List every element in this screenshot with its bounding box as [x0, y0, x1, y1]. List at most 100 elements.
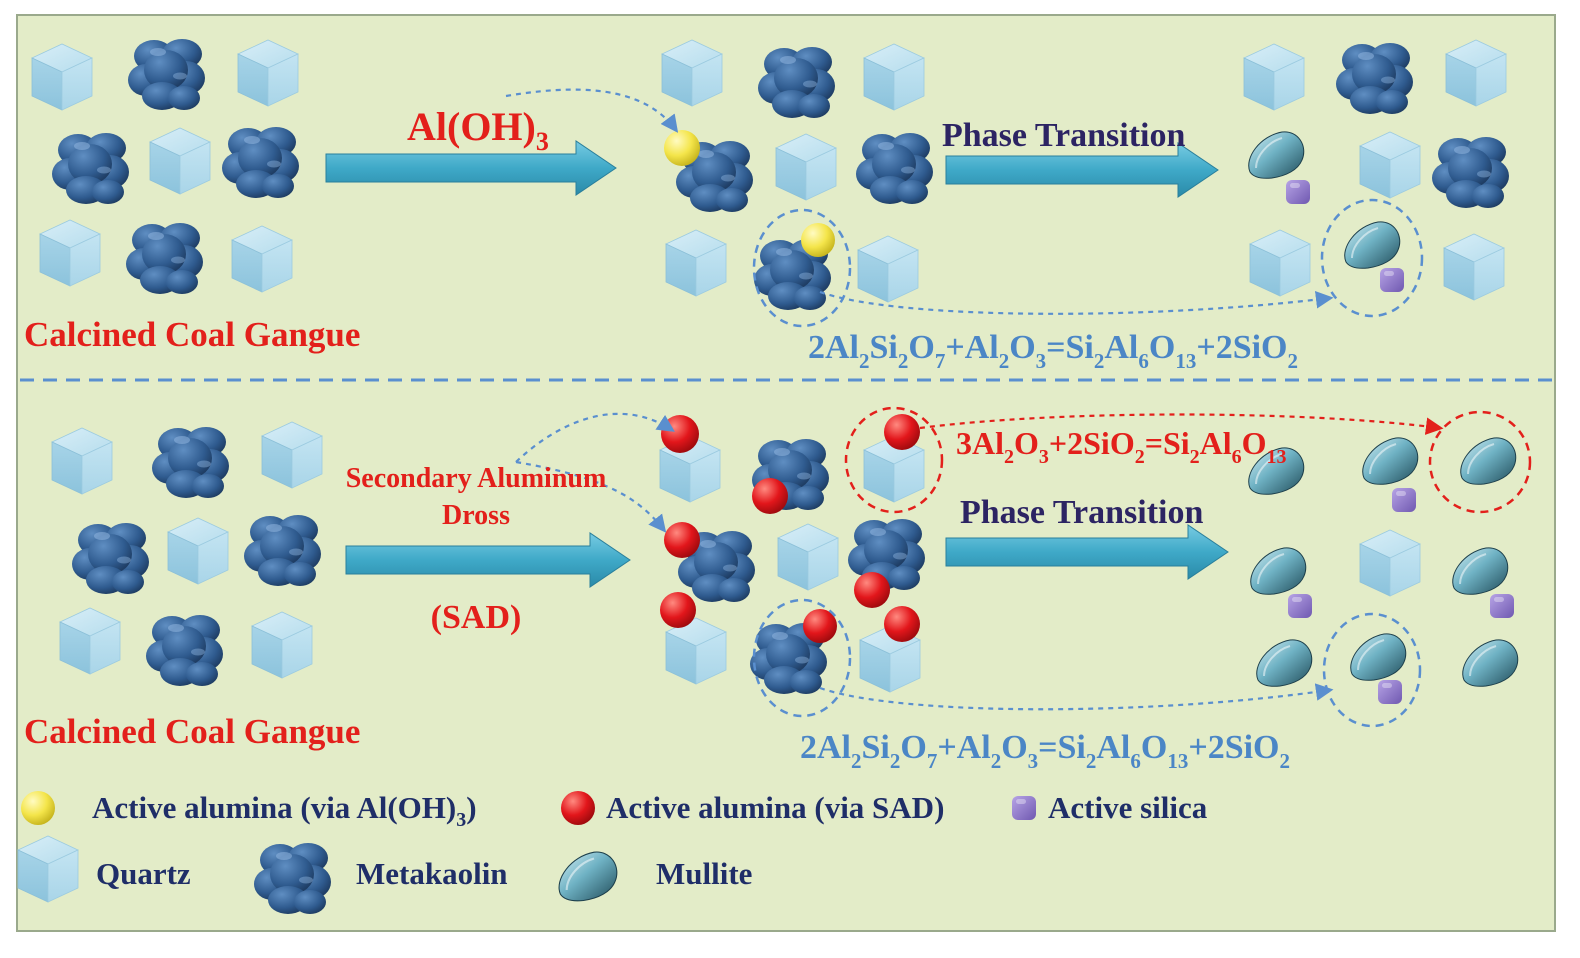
top-reaction-arrow [325, 140, 617, 196]
quartz-cube [31, 43, 93, 111]
legend-yellow-ball-icon [21, 791, 55, 825]
mullite-particle [1462, 639, 1519, 687]
red-reaction-site-circle [844, 406, 944, 514]
quartz-cube [1359, 131, 1421, 199]
quartz-cube [777, 523, 839, 591]
metakaolin-particle [72, 523, 149, 594]
quartz-cube [863, 43, 925, 111]
quartz-cube [1243, 43, 1305, 111]
metakaolin-particle [146, 615, 223, 686]
quartz-cube [231, 225, 293, 293]
metakaolin-particle [758, 47, 835, 118]
quartz-cube [149, 127, 211, 195]
quartz-cube [775, 133, 837, 201]
metakaolin-particle [856, 133, 933, 204]
metakaolin-particle [244, 515, 321, 586]
legend-metakaolin: Metakaolin [356, 856, 508, 891]
quartz-cube [51, 427, 113, 495]
active-silica-particle [1378, 680, 1402, 704]
active-alumina-sad-particle [752, 478, 788, 514]
legend-silica-icon [1012, 796, 1036, 820]
active-silica-particle [1288, 594, 1312, 618]
quartz-cube [1445, 39, 1507, 107]
legend-active-alumina-aloh: Active alumina (via Al(OH)3) [92, 790, 477, 831]
mullite-particle [1256, 639, 1313, 687]
quartz-cube [1443, 233, 1505, 301]
quartz-cube [863, 435, 925, 503]
metakaolin-particle [1336, 43, 1413, 114]
top-reaction-site-circle [752, 208, 852, 328]
mullite-particle [1248, 131, 1305, 179]
active-silica-particle [1380, 268, 1404, 292]
mullite-particle [1452, 547, 1509, 595]
quartz-cube [661, 39, 723, 107]
active-alumina-aloh-particle [801, 223, 835, 257]
bottom-reaction-arrow [345, 532, 631, 588]
metakaolin-particle [754, 239, 831, 310]
top-reagent-label: Al(OH)3 [407, 104, 549, 156]
top-conversion-curve [819, 290, 1334, 315]
quartz-cube [857, 235, 919, 303]
mullite-particle [1350, 633, 1407, 681]
legend-quartz: Quartz [96, 856, 191, 891]
legend-active-silica: Active silica [1048, 790, 1208, 825]
bottom-reagent-abbr: (SAD) [431, 599, 522, 636]
bottom-reagent-line2: Dross [442, 500, 510, 531]
top-product-site-circle [1320, 198, 1424, 318]
top-phase-transition-label: Phase Transition [942, 117, 1185, 154]
quartz-cube [261, 421, 323, 489]
metakaolin-particle [52, 133, 129, 204]
active-alumina-sad-particle [664, 522, 700, 558]
mullite-particle [1460, 437, 1517, 485]
quartz-cube [1359, 529, 1421, 597]
metakaolin-particle [1432, 137, 1509, 208]
quartz-cube [59, 607, 121, 675]
arrow-layer [325, 88, 1532, 728]
quartz-cube [251, 611, 313, 679]
legend-mullite-icon [558, 851, 618, 902]
legend-metakaolin-icon [254, 843, 331, 914]
quartz-cube [167, 517, 229, 585]
bottom-phase-transition-arrow [945, 524, 1229, 580]
quartz-cube [665, 617, 727, 685]
active-alumina-sad-particle [884, 606, 920, 642]
bottom-alumina-supply-curve-1 [515, 412, 675, 463]
active-silica-particle [1490, 594, 1514, 618]
metakaolin-particle [750, 623, 827, 694]
metakaolin-particle [126, 223, 203, 294]
red-product-site-circle [1428, 410, 1532, 514]
quartz-cube [39, 219, 101, 287]
mullite-particle [1248, 447, 1305, 495]
particle-layer [17, 39, 1519, 914]
bottom-source-label: Calcined Coal Gangue [24, 712, 360, 751]
bottom-reaction-site-circle [752, 598, 852, 718]
metakaolin-particle [222, 127, 299, 198]
top-alumina-supply-curve [505, 88, 679, 133]
metakaolin-particle [128, 39, 205, 110]
legend-red-ball-icon [561, 791, 595, 825]
active-silica-particle [1392, 488, 1416, 512]
bottom-product-site-circle [1322, 612, 1422, 728]
bottom-reaction-equation: 2Al2Si2O7+Al2O3=Si2Al6O13+2SiO2 [800, 729, 1290, 773]
legend-active-alumina-sad: Active alumina (via SAD) [606, 790, 944, 825]
bottom-alumina-supply-curve-2 [515, 460, 667, 533]
active-alumina-sad-particle [854, 572, 890, 608]
active-silica-particle [1286, 180, 1310, 204]
mullite-particle [1250, 547, 1307, 595]
bottom-conversion-curve [819, 683, 1334, 711]
top-reaction-equation: 2Al2Si2O7+Al2O3=Si2Al6O13+2SiO2 [808, 329, 1298, 373]
legend-quartz-icon [17, 835, 79, 903]
mullite-particle [1362, 437, 1419, 485]
quartz-cube [237, 39, 299, 107]
mullite-particle [1344, 221, 1401, 269]
legend-mullite: Mullite [656, 856, 752, 891]
bottom-red-reaction-equation: 3Al2O3+2SiO2=Si2Al6O13 [956, 425, 1287, 468]
top-phase-transition-arrow [945, 142, 1219, 198]
active-alumina-sad-particle [660, 592, 696, 628]
active-alumina-sad-particle [661, 415, 699, 453]
top-source-label: Calcined Coal Gangue [24, 315, 360, 354]
bottom-reagent-line1: Secondary Aluminum [346, 463, 607, 494]
metakaolin-particle [848, 519, 925, 590]
active-alumina-aloh-particle [664, 130, 700, 166]
